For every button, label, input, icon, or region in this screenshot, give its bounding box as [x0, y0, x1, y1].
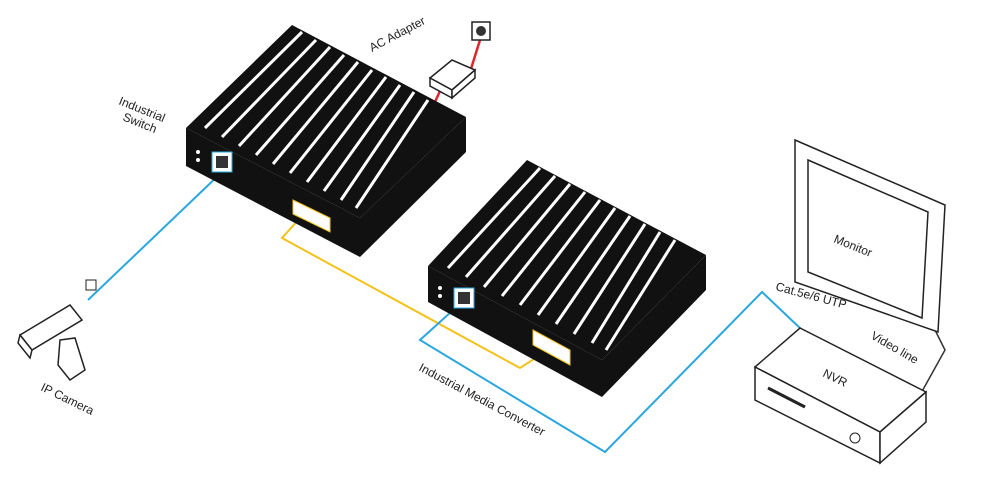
ethernet-cable-camera — [87, 171, 223, 301]
nvr-icon — [753, 327, 928, 465]
ac-adapter-icon — [428, 59, 477, 100]
ip-camera-label: IP Camera — [39, 380, 97, 418]
industrial-switch-icon — [186, 25, 466, 257]
monitor-icon — [794, 138, 946, 334]
video-line-label: Video line — [869, 328, 922, 367]
ethernet-cable-nvr — [418, 290, 803, 454]
ip-camera-icon — [17, 279, 97, 382]
power-cable-wall — [468, 39, 482, 73]
media-converter-icon — [428, 160, 706, 397]
fiber-cable — [280, 217, 546, 370]
ac-adapter-label: AC Adapter — [367, 13, 428, 54]
wall-outlet-icon — [471, 21, 491, 41]
media-converter-label: Industrial Media Converter — [417, 360, 548, 438]
video-line-cable — [919, 329, 946, 396]
